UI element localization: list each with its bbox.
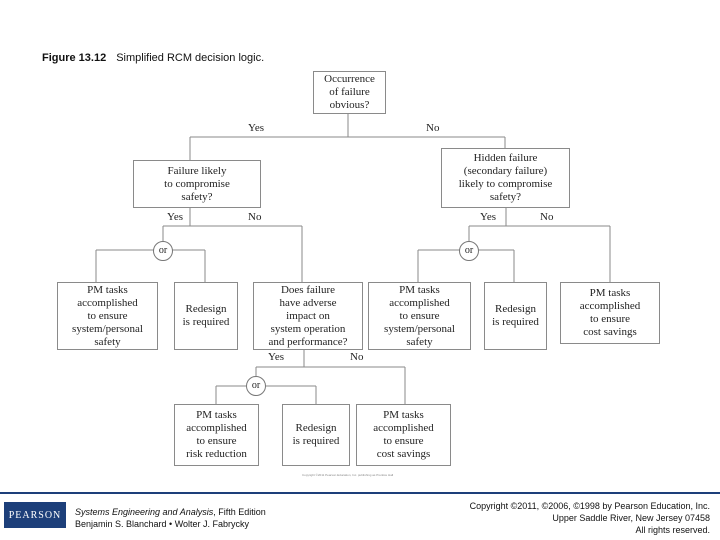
- figure-number: Figure 13.12: [42, 52, 107, 64]
- footer-divider: [0, 492, 720, 494]
- node-pm-safety-right: PM tasks accomplished to ensure system/p…: [368, 282, 471, 350]
- copyright-notice: Copyright ©2011, ©2006, ©1998 by Pearson…: [470, 500, 710, 536]
- node-pm-safety-left: PM tasks accomplished to ensure system/p…: [57, 282, 158, 350]
- pearson-logo-text: PEARSON: [8, 509, 62, 521]
- figure-credit: Copyright ©2011 Pearson Education, Inc. …: [302, 473, 394, 477]
- label-yes-safety: Yes: [167, 211, 184, 223]
- copyright-line-2: Upper Saddle River, New Jersey 07458: [552, 513, 710, 523]
- label-yes-adverse: Yes: [268, 351, 285, 363]
- node-pm-cost-right: PM tasks accomplished to ensure cost sav…: [560, 282, 660, 344]
- copyright-line-1: Copyright ©2011, ©2006, ©1998 by Pearson…: [469, 501, 710, 511]
- node-redesign-bottom: Redesign is required: [282, 404, 350, 466]
- book-title: Systems Engineering and Analysis: [75, 507, 214, 517]
- node-compromise-safety: Failure likely to compromise safety?: [133, 160, 261, 208]
- label-no-hidden: No: [540, 211, 554, 223]
- or-node-bottom: or: [246, 376, 266, 396]
- copyright-line-3: All rights reserved.: [635, 525, 710, 535]
- node-pm-cost-bottom: PM tasks accomplished to ensure cost sav…: [356, 404, 451, 466]
- label-yes-top: Yes: [248, 122, 265, 134]
- node-pm-risk: PM tasks accomplished to ensure risk red…: [174, 404, 259, 466]
- connector-lines: [95, 113, 611, 404]
- figure-caption: Simplified RCM decision logic.: [116, 52, 265, 64]
- book-info: Systems Engineering and Analysis, Fifth …: [75, 506, 266, 530]
- label-yes-hidden: Yes: [480, 211, 497, 223]
- node-redesign-right: Redesign is required: [484, 282, 547, 350]
- node-adverse-impact: Does failure have adverse impact on syst…: [253, 282, 363, 350]
- figure-title: Figure 13.12 Simplified RCM decision logi…: [42, 52, 264, 64]
- book-authors: Benjamin S. Blanchard • Wolter J. Fabryc…: [75, 519, 250, 529]
- label-no-top: No: [426, 122, 440, 134]
- node-failure-obvious: Occurrence of failure obvious?: [313, 71, 386, 114]
- label-no-adverse: No: [350, 351, 364, 363]
- or-node-right: or: [459, 241, 479, 261]
- pearson-logo: PEARSON: [4, 502, 66, 528]
- or-node-left: or: [153, 241, 173, 261]
- node-redesign-left: Redesign is required: [174, 282, 238, 350]
- book-title-line: Systems Engineering and Analysis, Fifth …: [75, 506, 266, 518]
- book-edition: , Fifth Edition: [213, 507, 266, 517]
- node-hidden-failure: Hidden failure (secondary failure) likel…: [441, 148, 570, 208]
- label-no-safety: No: [248, 211, 262, 223]
